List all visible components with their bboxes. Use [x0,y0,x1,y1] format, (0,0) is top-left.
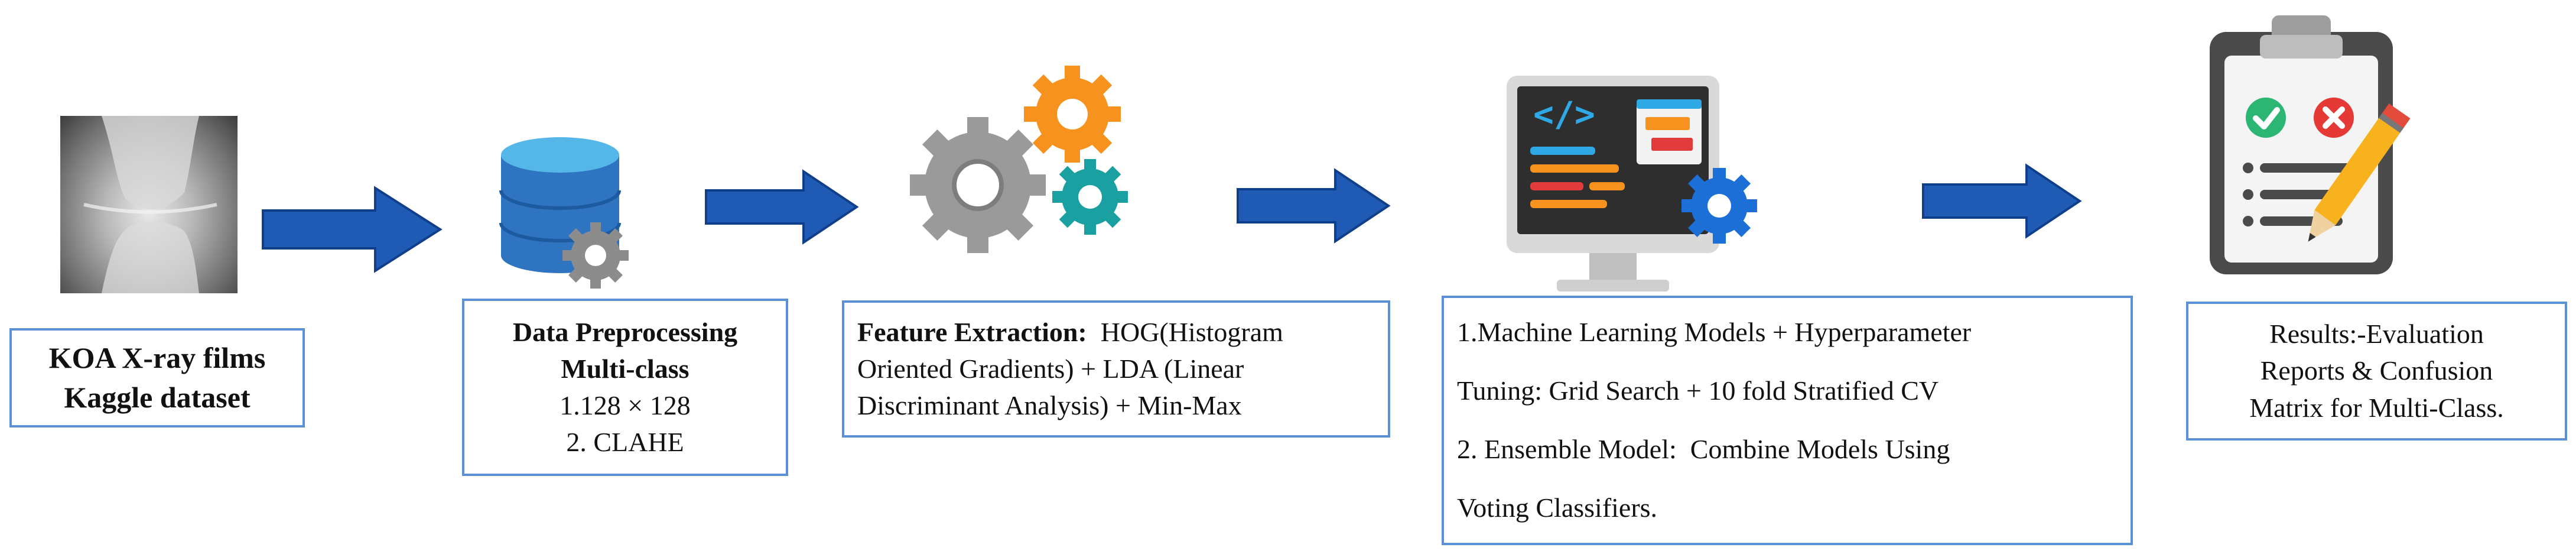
code-monitor-icon: </> [1507,76,1757,292]
modeling-line-3-label: 2. Ensemble Model: [1457,434,1677,464]
feature-line-2: Oriented Gradients) + LDA (Linear [857,353,1244,384]
modeling-line-3-text: Combine Models Using [1690,434,1950,464]
feature-line-1-text: HOG(Histogram [1100,316,1283,347]
modeling-line-3: 2. Ensemble Model: Combine Models Using [1457,420,1950,479]
preprocessing-box: Data Preprocessing Multi-class 1.128 × 1… [462,299,788,476]
results-box: Results:-Evaluation Reports & Confusion … [2186,302,2567,441]
modeling-line-2: Tuning: Grid Search + 10 fold Stratified… [1457,375,1939,406]
modeling-line-4: Voting Classifiers. [1457,492,1658,523]
dataset-line-1: KOA X-ray films [48,341,266,374]
gears-icon [910,66,1128,253]
svg-text:</>: </> [1533,94,1595,134]
modeling-box: 1.Machine Learning Models + Hyperparamet… [1442,296,2133,545]
preprocessing-line-1: 1.128 × 128 [560,390,691,420]
dataset-box: KOA X-ray films Kaggle dataset [9,328,305,428]
arrow-2 [705,169,859,245]
arrow-3 [1237,168,1391,244]
preprocessing-line-2: 2. CLAHE [566,427,684,458]
database-gear-icon [499,137,629,289]
feature-extraction-box: Feature Extraction: HOG(Histogram Orient… [842,300,1390,438]
results-line-2: Reports & Confusion [2260,355,2493,386]
checklist-clipboard-icon [2210,15,2411,274]
arrow-4 [1922,163,2082,239]
modeling-line-1: 1.Machine Learning Models + Hyperparamet… [1457,317,1972,348]
feature-line-1: Feature Extraction: HOG(Histogram [857,314,1283,351]
arrow-1 [262,186,443,273]
preprocessing-title-1: Data Preprocessing [512,316,738,347]
dataset-line-2: Kaggle dataset [64,381,251,414]
knee-xray-image [60,116,238,293]
results-line-1: Results:-Evaluation [2269,319,2484,349]
feature-line-3: Discriminant Analysis) + Min-Max [857,390,1242,421]
preprocessing-title-2: Multi-class [561,353,689,384]
feature-title: Feature Extraction: [857,316,1087,347]
results-line-3: Matrix for Multi-Class. [2249,392,2504,423]
